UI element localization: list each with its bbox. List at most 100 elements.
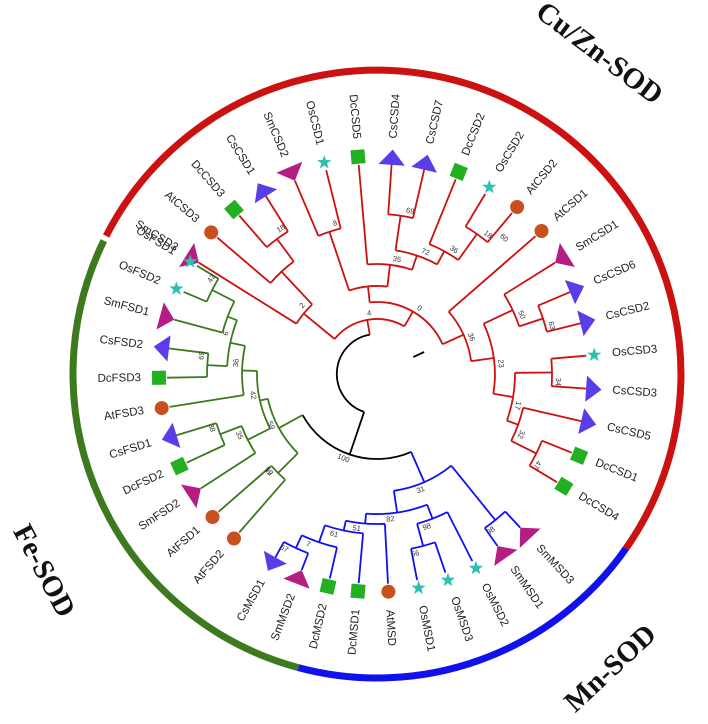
branch-segment <box>342 520 347 531</box>
leaf-markers <box>151 149 602 599</box>
leaf-marker-square <box>569 446 589 465</box>
group-arc-fe <box>69 239 300 671</box>
branch-arc <box>367 263 413 271</box>
branch-segment <box>394 215 402 251</box>
leaf-marker-arrow <box>564 280 585 305</box>
branch-arc <box>482 323 496 394</box>
leaf-label: AtCSD3 <box>162 189 201 225</box>
branch-arc <box>448 311 472 362</box>
leaf-marker-arrow <box>161 422 181 448</box>
bootstrap-label: 56 <box>410 548 420 559</box>
branch-segment <box>264 195 289 232</box>
branch-segment <box>217 465 272 513</box>
branch-segment <box>416 523 424 547</box>
branch-segment <box>230 341 246 347</box>
branch-segment <box>325 169 342 229</box>
branch-segment <box>274 541 285 559</box>
leaf-label: OsMSD3 <box>448 595 475 643</box>
leaf-marker-square <box>170 456 189 476</box>
branch-segment <box>551 385 587 390</box>
leaf-marker-square <box>449 162 468 182</box>
leaf-marker-star <box>183 254 198 268</box>
bootstrap-label: 69 <box>405 206 415 216</box>
leaf-marker-arrow <box>378 149 405 166</box>
branch-segment <box>357 164 369 265</box>
branch-segment <box>518 317 544 328</box>
leaf-marker-circle <box>154 401 169 416</box>
branch-segment <box>198 261 297 325</box>
leaf-label: CsCSD4 <box>388 93 403 139</box>
leaf-label: SmCSD1 <box>574 218 621 254</box>
bootstrap-label: 35 <box>392 254 402 264</box>
leaf-label: CsCSD7 <box>424 99 446 145</box>
leaf-label: CsMSD1 <box>235 578 268 624</box>
leaf-label: DcFSD2 <box>121 468 165 497</box>
leaf-marker-star <box>482 179 497 194</box>
leaf-marker-star <box>317 155 332 169</box>
branch-segment <box>357 533 364 584</box>
branch-arc <box>226 319 238 367</box>
branch-segment <box>328 231 350 291</box>
leaf-marker-triangle <box>494 546 518 566</box>
leaf-label: DcMSD2 <box>308 603 330 651</box>
leaf-label: AtCSD1 <box>551 187 590 223</box>
branch-segment <box>196 265 219 280</box>
branch-segment <box>387 164 393 215</box>
branch-arc <box>348 285 388 292</box>
branch-segment <box>238 214 268 248</box>
bootstrap-label: 2 <box>297 301 306 310</box>
leaf-label: OsMSD2 <box>479 582 511 629</box>
leaf-marker-arrow <box>263 550 287 571</box>
leaf-label: OsMSD1 <box>416 605 437 653</box>
root-stub <box>412 351 425 358</box>
branch-segment <box>216 236 272 284</box>
leaf-marker-triangle <box>555 243 575 267</box>
branch-arc <box>241 345 246 396</box>
leaf-label: SmMSD3 <box>534 543 576 587</box>
branch-segment <box>442 333 464 346</box>
leaf-marker-arrow <box>577 310 596 337</box>
leaf-label: CsCSD3 <box>612 385 657 400</box>
bootstrap-label: 7 <box>305 539 312 549</box>
leaf-marker-arrow <box>578 408 597 434</box>
bootstrap-label: 69 <box>197 351 207 360</box>
branch-segment <box>169 394 244 408</box>
bootstrap-label: 35 <box>234 430 246 441</box>
branch-segment <box>384 523 389 584</box>
bootstrap-label: 42 <box>205 272 217 284</box>
bootstrap-label: 0 <box>415 303 423 313</box>
branch-segment <box>277 452 299 474</box>
bootstrap-label: 18 <box>275 222 287 234</box>
branch-segment <box>207 364 228 367</box>
branch-segment <box>364 513 367 524</box>
leaf-marker-triangle <box>276 161 303 181</box>
leaf-label: DcMSD1 <box>346 609 362 656</box>
branch-segment <box>175 422 217 437</box>
branch-segment <box>278 414 304 429</box>
branch-segment <box>411 255 418 271</box>
leaf-label: SmMSD2 <box>269 592 298 642</box>
branch-segment <box>183 291 208 303</box>
leaf-label: OsCSD1 <box>303 100 326 147</box>
branch-segment <box>493 392 514 398</box>
leaf-marker-star <box>468 560 484 575</box>
branch-segment <box>546 322 582 333</box>
branch-segment <box>276 238 295 263</box>
group-arcs <box>69 66 685 682</box>
branch-segment <box>464 193 486 228</box>
branch-segment <box>303 312 336 340</box>
branch-segment <box>470 357 495 362</box>
bootstrap-label: 42 <box>248 390 258 400</box>
group-label-cu_zn: Cu/Zn-SOD <box>530 0 669 111</box>
branch-segment <box>294 180 320 237</box>
branch-arc <box>240 425 257 454</box>
branch-segment <box>227 315 238 322</box>
leaf-marker-circle <box>534 224 549 238</box>
branch-arc <box>269 260 295 284</box>
leaf-marker-square <box>151 370 167 385</box>
leaf-label: AtFSD2 <box>191 548 226 586</box>
branch-arc <box>266 230 289 248</box>
